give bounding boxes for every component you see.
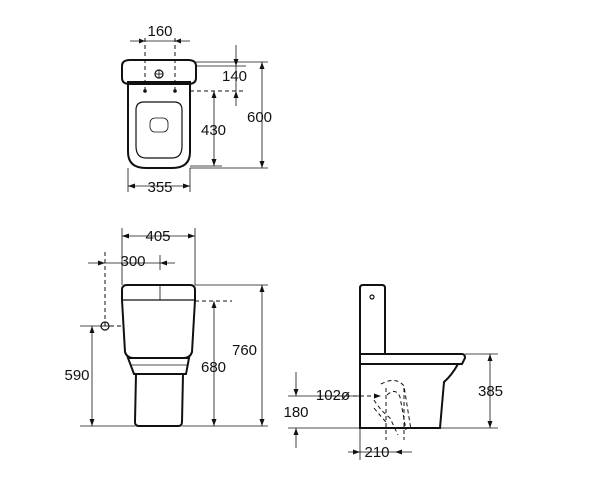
side-view-flush-button [369, 294, 375, 300]
top-view-width-label: 355 [147, 179, 172, 196]
front-view-tank-height-label: 680 [201, 359, 226, 376]
top-view-seat-inner [149, 117, 169, 133]
side-view-seat-height-label: 385 [478, 383, 503, 400]
top-view-bowl-outline [127, 81, 191, 169]
front-view-pedestal [133, 373, 184, 427]
top-view-seat-label: 430 [201, 122, 226, 139]
top-view-total-length-label: 600 [247, 109, 272, 126]
front-view-total-height-label: 760 [232, 342, 257, 359]
front-view-inlet-label: 300 [120, 253, 145, 270]
top-view-depth-label: 140 [222, 68, 247, 85]
front-view-total-width-label: 405 [145, 228, 170, 245]
front-view: 405 300 590 680 760 [64, 228, 268, 427]
front-view-bowl [126, 357, 191, 375]
front-view-tank [121, 284, 196, 359]
side-view-seat [359, 353, 467, 365]
side-view: 102ø 180 385 210 [283, 284, 503, 461]
top-view-seat-opening [135, 101, 183, 159]
top-view-fixing-point-left [143, 89, 147, 93]
side-view-outlet-height-label: 180 [283, 404, 308, 421]
top-view: 160 140 430 600 355 [121, 23, 272, 196]
front-view-inlet-height-label: 590 [64, 367, 89, 384]
side-view-bowl [359, 363, 460, 429]
side-view-outlet-offset-label: 210 [364, 444, 389, 461]
side-view-tank [359, 284, 386, 355]
side-view-outlet-diameter-label: 102ø [316, 387, 350, 404]
top-view-spacing-label: 160 [147, 23, 172, 40]
side-view-outlet-trap [380, 380, 412, 431]
top-view-fixing-point-right [173, 89, 177, 93]
top-view-tank-cap [121, 59, 197, 85]
